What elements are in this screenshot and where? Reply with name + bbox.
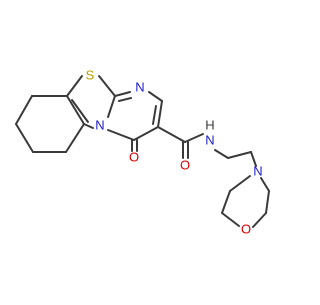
- bond: [66, 95, 85, 125]
- molecule-diagram: S N N O O N H N O: [15, 67, 270, 236]
- bond: [65, 123, 85, 153]
- bond: [114, 91, 131, 97]
- morpholine-nitrogen: N: [253, 163, 262, 178]
- morpholine-oxygen: O: [241, 221, 251, 236]
- bond: [221, 212, 240, 227]
- bond: [15, 95, 33, 125]
- bond: [152, 105, 157, 125]
- bond: [265, 190, 270, 214]
- amide-hydrogen: H: [205, 117, 214, 132]
- bond: [83, 123, 94, 129]
- amide-oxygen: O: [180, 157, 190, 172]
- bond: [252, 212, 267, 228]
- bond: [98, 75, 116, 97]
- bond: [260, 177, 270, 192]
- bond: [250, 151, 257, 167]
- atom-labels: S N N O O N H N O: [86, 67, 263, 236]
- bond: [157, 100, 163, 128]
- bond: [214, 149, 229, 159]
- bond: [229, 175, 251, 192]
- bond: [107, 95, 116, 118]
- bond: [157, 126, 186, 143]
- bond: [66, 75, 83, 97]
- bond: [107, 129, 135, 141]
- sulfur-atom: S: [86, 67, 95, 82]
- bond: [184, 133, 204, 143]
- amide-nitrogen: N: [205, 132, 214, 147]
- bonds: [15, 75, 270, 228]
- carbonyl-oxygen: O: [129, 149, 139, 164]
- bond: [133, 126, 159, 141]
- bond: [221, 190, 231, 214]
- molecule-structure: S N N O O N H N O: [15, 67, 270, 236]
- bond: [148, 91, 163, 102]
- ring-nitrogen-top: N: [135, 79, 144, 94]
- ring-nitrogen-bottom: N: [95, 117, 104, 132]
- bond: [227, 151, 252, 159]
- bond: [15, 123, 34, 153]
- bond: [71, 99, 89, 123]
- bond: [118, 97, 132, 102]
